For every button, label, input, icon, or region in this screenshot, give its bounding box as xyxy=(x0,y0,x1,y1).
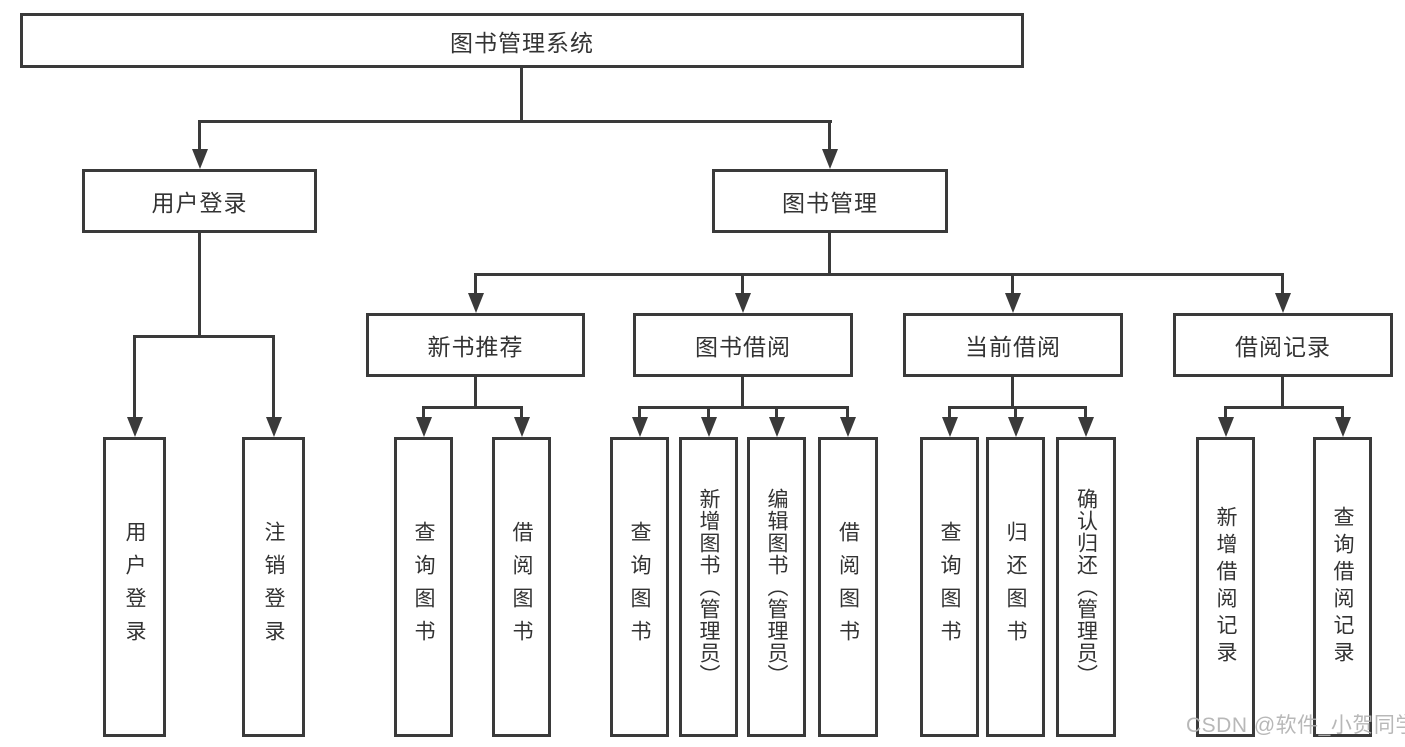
leaf-user-login-label: 用户登录 xyxy=(123,521,146,653)
leaf-add-borrow-record-label: 新增借阅记录 xyxy=(1214,506,1237,668)
connector-line xyxy=(474,273,1284,276)
arrow-down-icon xyxy=(192,149,208,169)
connector-line xyxy=(638,406,849,409)
leaf-query-books-3-label: 查询图书 xyxy=(938,521,961,653)
leaf-query-borrow-record-label: 查询借阅记录 xyxy=(1331,506,1354,668)
connector-line xyxy=(198,120,201,150)
leaf-borrow-books-2: 借阅图书 xyxy=(818,437,878,737)
leaf-query-books-1-label: 查询图书 xyxy=(412,521,435,653)
arrow-down-icon xyxy=(1008,417,1024,437)
node-user-login: 用户登录 xyxy=(82,169,317,233)
arrow-down-icon xyxy=(266,417,282,437)
leaf-logout: 注销登录 xyxy=(242,437,305,737)
arrow-down-icon xyxy=(701,417,717,437)
leaf-confirm-return-admin: 确认归还（管理员） xyxy=(1056,437,1116,737)
arrow-down-icon xyxy=(735,293,751,313)
connector-line xyxy=(1224,406,1227,419)
node-current-borrow: 当前借阅 xyxy=(903,313,1123,377)
arrow-down-icon xyxy=(416,417,432,437)
arrow-down-icon xyxy=(1218,417,1234,437)
connector-line xyxy=(133,335,136,419)
connector-line xyxy=(1281,377,1284,406)
leaf-return-book: 归还图书 xyxy=(986,437,1045,737)
connector-line xyxy=(1084,406,1087,419)
leaf-add-book-admin-label: 新增图书（管理员） xyxy=(697,488,720,686)
arrow-down-icon xyxy=(632,417,648,437)
leaf-add-borrow-record: 新增借阅记录 xyxy=(1196,437,1255,737)
arrow-down-icon xyxy=(1005,293,1021,313)
arrow-down-icon xyxy=(514,417,530,437)
leaf-query-borrow-record: 查询借阅记录 xyxy=(1313,437,1372,737)
leaf-edit-book-admin: 编辑图书（管理员） xyxy=(747,437,806,737)
leaf-query-books-2-label: 查询图书 xyxy=(628,521,651,653)
leaf-borrow-books-1-label: 借阅图书 xyxy=(510,521,533,653)
leaf-user-login: 用户登录 xyxy=(103,437,166,737)
connector-line xyxy=(638,406,641,419)
leaf-return-book-label: 归还图书 xyxy=(1004,521,1027,653)
connector-line xyxy=(133,335,275,338)
leaf-borrow-books-2-label: 借阅图书 xyxy=(836,521,860,653)
arrow-down-icon xyxy=(127,417,143,437)
connector-line xyxy=(198,120,832,123)
arrow-down-icon xyxy=(1335,417,1351,437)
connector-line xyxy=(272,335,275,419)
connector-line xyxy=(1341,406,1344,419)
arrow-down-icon xyxy=(1275,293,1291,313)
node-root: 图书管理系统 xyxy=(20,13,1024,68)
node-book-management-label: 图书管理 xyxy=(782,190,878,216)
connector-line xyxy=(846,406,849,419)
connector-line xyxy=(474,276,477,295)
connector-line xyxy=(828,233,831,276)
connector-line xyxy=(1011,276,1014,295)
arrow-down-icon xyxy=(1078,417,1094,437)
connector-line xyxy=(948,406,951,419)
node-new-book-recommend-label: 新书推荐 xyxy=(427,334,524,360)
leaf-edit-book-admin-label: 编辑图书（管理员） xyxy=(765,488,788,686)
arrow-down-icon xyxy=(822,149,838,169)
node-new-book-recommend: 新书推荐 xyxy=(366,313,585,377)
leaf-add-book-admin: 新增图书（管理员） xyxy=(679,437,738,737)
arrow-down-icon xyxy=(840,417,856,437)
connector-line xyxy=(775,406,778,419)
node-current-borrow-label: 当前借阅 xyxy=(965,334,1061,360)
connector-line xyxy=(520,68,523,120)
connector-line xyxy=(422,406,425,419)
arrow-down-icon xyxy=(769,417,785,437)
connector-line xyxy=(707,406,710,419)
connector-line xyxy=(1014,406,1017,419)
connector-line xyxy=(422,406,523,409)
node-book-management: 图书管理 xyxy=(712,169,948,233)
connector-line xyxy=(741,276,744,295)
node-borrow-records: 借阅记录 xyxy=(1173,313,1393,377)
connector-line xyxy=(948,406,1087,409)
arrow-down-icon xyxy=(942,417,958,437)
node-book-borrow: 图书借阅 xyxy=(633,313,853,377)
leaf-query-books-3: 查询图书 xyxy=(920,437,979,737)
arrow-down-icon xyxy=(468,293,484,313)
connector-line xyxy=(1281,276,1284,295)
connector-line xyxy=(828,120,831,150)
node-user-login-label: 用户登录 xyxy=(151,190,248,216)
node-borrow-records-label: 借阅记录 xyxy=(1235,334,1331,360)
leaf-confirm-return-admin-label: 确认归还（管理员） xyxy=(1074,488,1098,686)
connector-line xyxy=(198,233,201,335)
connector-line xyxy=(1224,406,1344,409)
connector-line xyxy=(741,377,744,406)
connector-line xyxy=(1011,377,1014,406)
node-book-borrow-label: 图书借阅 xyxy=(695,334,791,360)
leaf-query-books-2: 查询图书 xyxy=(610,437,669,737)
leaf-logout-label: 注销登录 xyxy=(262,521,285,653)
watermark: CSDN @软件_小贺同学 xyxy=(1186,714,1405,737)
leaf-query-books-1: 查询图书 xyxy=(394,437,453,737)
connector-line xyxy=(520,406,523,419)
node-root-label: 图书管理系统 xyxy=(450,29,594,56)
connector-line xyxy=(474,377,477,406)
leaf-borrow-books-1: 借阅图书 xyxy=(492,437,551,737)
